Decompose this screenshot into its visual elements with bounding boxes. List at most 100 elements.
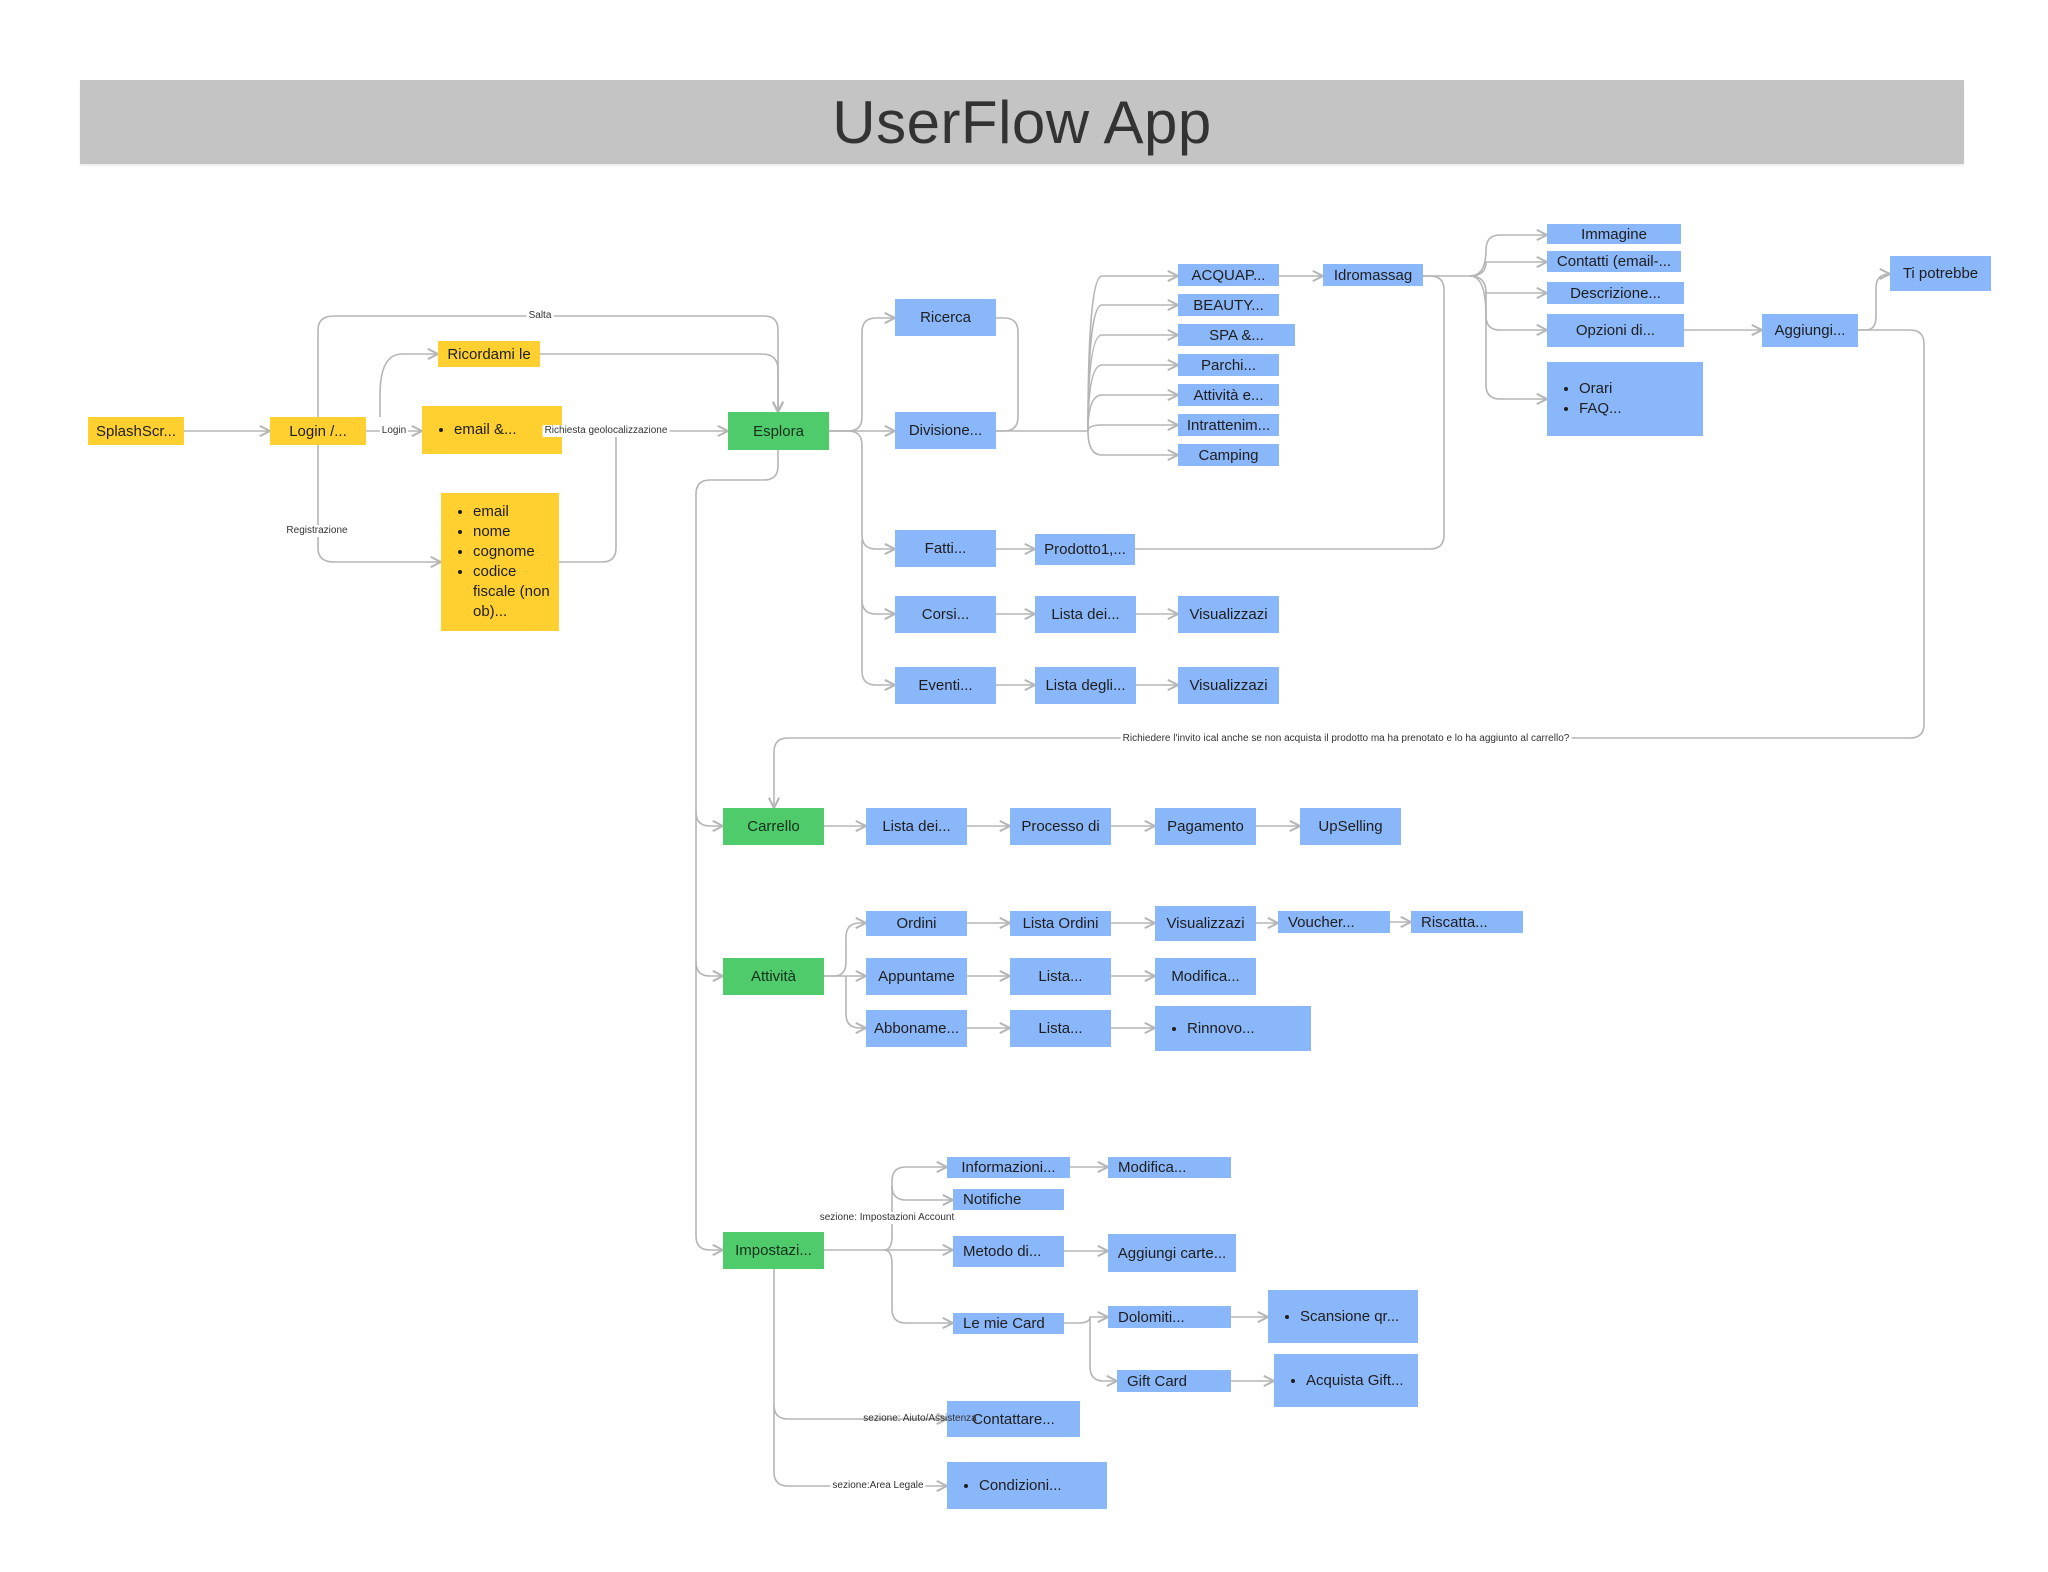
abbonamenti-node[interactable]: Abboname... <box>866 1010 967 1047</box>
connector-edge <box>1485 290 1547 399</box>
condizioni-node[interactable]: Condizioni... <box>947 1462 1107 1509</box>
connector-edge <box>773 1405 947 1486</box>
edge-label-geolocalizzazione: Richiesta geolocalizzazione <box>542 425 670 437</box>
edge-label-sezione-account: sezione: Impostazioni Account <box>817 1212 957 1224</box>
ordini-visualizza-node[interactable]: Visualizzazi <box>1155 906 1256 941</box>
upselling-node[interactable]: UpSelling <box>1300 808 1401 845</box>
appuntamenti-node[interactable]: Appuntame <box>866 958 967 995</box>
connector-edge <box>845 976 866 1028</box>
category-intrattenimento[interactable]: Intrattenim... <box>1178 414 1279 436</box>
scansione-node[interactable]: Scansione qr... <box>1268 1290 1418 1343</box>
category-acquapark[interactable]: ACQUAP... <box>1178 264 1279 286</box>
registration-field: email <box>473 502 555 522</box>
fatti-node[interactable]: Fatti... <box>895 530 996 567</box>
category-camping[interactable]: Camping <box>1178 444 1279 466</box>
abbonamenti-label: Abboname... <box>873 1020 960 1037</box>
ricerca-node[interactable]: Ricerca <box>895 299 996 336</box>
attivita-node[interactable]: Attività <box>723 958 824 995</box>
connector-edge <box>1087 425 1178 432</box>
idromassaggio-node[interactable]: Idromassag <box>1323 264 1423 286</box>
orari-faq-item: FAQ... <box>1579 399 1622 419</box>
abbonamenti-lista-label: Lista... <box>1038 1020 1083 1037</box>
connector-edge <box>695 962 723 1250</box>
ti-potrebbe-node[interactable]: Ti potrebbe <box>1890 256 1991 291</box>
corsi-lista-node[interactable]: Lista dei... <box>1035 596 1136 633</box>
divisione-node[interactable]: Divisione... <box>895 412 996 449</box>
login-node[interactable]: Login /... <box>270 417 366 445</box>
corsi-label: Corsi... <box>921 606 970 623</box>
prodotto-node[interactable]: Prodotto1,... <box>1035 534 1135 565</box>
fatti-label: Fatti... <box>924 540 967 557</box>
notifiche-node[interactable]: Notifiche <box>953 1189 1064 1210</box>
remember-me-node[interactable]: Ricordami le <box>438 341 540 367</box>
eventi-lista-node[interactable]: Lista degli... <box>1035 667 1136 704</box>
splash-screen-node[interactable]: SplashScr... <box>88 417 184 445</box>
eventi-node[interactable]: Eventi... <box>895 667 996 704</box>
dolomiti-node[interactable]: Dolomiti... <box>1108 1306 1231 1328</box>
category-label: Intrattenim... <box>1186 416 1271 434</box>
voucher-label: Voucher... <box>1288 913 1355 931</box>
rinnovo-node[interactable]: Rinnovo... <box>1155 1006 1311 1051</box>
connector-edge <box>829 430 895 549</box>
carrello-label: Carrello <box>747 818 800 835</box>
abbonamenti-lista-node[interactable]: Lista... <box>1010 1010 1111 1047</box>
corsi-visualizza-label: Visualizzazi <box>1189 606 1268 623</box>
mie-card-label: Le mie Card <box>963 1315 1045 1332</box>
category-parchi[interactable]: Parchi... <box>1178 354 1279 376</box>
opzioni-node[interactable]: Opzioni di... <box>1547 314 1684 347</box>
orari-faq-node[interactable]: Orari FAQ... <box>1547 362 1703 436</box>
carrello-lista-node[interactable]: Lista dei... <box>866 808 967 845</box>
esplora-node[interactable]: Esplora <box>728 412 829 450</box>
aggiungi-carte-node[interactable]: Aggiungi carte... <box>1108 1234 1236 1272</box>
edge-label-registrazione: Registrazione <box>284 525 350 537</box>
ricerca-label: Ricerca <box>920 309 971 326</box>
lista-ordini-node[interactable]: Lista Ordini <box>1010 911 1111 936</box>
voucher-node[interactable]: Voucher... <box>1278 911 1390 933</box>
informazioni-node[interactable]: Informazioni... <box>947 1157 1070 1178</box>
appuntamenti-lista-node[interactable]: Lista... <box>1010 958 1111 995</box>
contattare-label: Contattare... <box>972 1410 1055 1428</box>
descrizione-node[interactable]: Descrizione... <box>1547 282 1684 304</box>
connector-edge <box>1469 235 1547 277</box>
category-beauty[interactable]: BEAUTY... <box>1178 294 1279 316</box>
eventi-visualizza-node[interactable]: Visualizzazi <box>1178 667 1279 704</box>
corsi-visualizza-node[interactable]: Visualizzazi <box>1178 596 1279 633</box>
acquista-gift-node[interactable]: Acquista Gift... <box>1274 1354 1418 1407</box>
modifica-info-node[interactable]: Modifica... <box>1108 1157 1231 1178</box>
appuntamenti-modifica-node[interactable]: Modifica... <box>1155 958 1256 995</box>
pagamento-node[interactable]: Pagamento <box>1155 808 1256 845</box>
immagine-node[interactable]: Immagine <box>1547 224 1681 244</box>
connector-edge <box>1064 1317 1108 1324</box>
orari-faq-item: Orari <box>1579 379 1622 399</box>
category-spa[interactable]: SPA &... <box>1178 324 1295 346</box>
rinnovo-item: Rinnovo... <box>1187 1019 1255 1039</box>
gift-card-node[interactable]: Gift Card <box>1117 1370 1231 1392</box>
processo-node[interactable]: Processo di <box>1010 808 1111 845</box>
ordini-node[interactable]: Ordini <box>866 911 967 936</box>
connector-edge <box>1089 1317 1117 1381</box>
aggiungi-carte-label: Aggiungi carte... <box>1117 1244 1227 1262</box>
metodo-pagamento-node[interactable]: Metodo di... <box>953 1236 1064 1267</box>
connector-edge <box>317 445 441 562</box>
connector-edge <box>1087 365 1178 432</box>
lista-ordini-label: Lista Ordini <box>1022 915 1099 932</box>
aggiungi-node[interactable]: Aggiungi... <box>1762 314 1858 347</box>
carrello-lista-label: Lista dei... <box>882 818 951 835</box>
contattare-node[interactable]: Contattare... <box>947 1401 1080 1437</box>
carrello-node[interactable]: Carrello <box>723 808 824 845</box>
registration-fields-node[interactable]: email nome cognome codice fiscale (non o… <box>441 493 559 631</box>
appuntamenti-modifica-label: Modifica... <box>1171 968 1240 985</box>
category-label: Attività e... <box>1193 386 1264 404</box>
edge-label-sezione-legale: sezione:Area Legale <box>830 1480 926 1492</box>
connector-edge <box>695 450 779 826</box>
impostazioni-node[interactable]: Impostazi... <box>723 1232 824 1269</box>
corsi-node[interactable]: Corsi... <box>895 596 996 633</box>
riscatta-node[interactable]: Riscatta... <box>1411 911 1523 933</box>
login-fields-node[interactable]: email &... <box>422 406 562 454</box>
contatti-node[interactable]: Contatti (email-... <box>1547 251 1681 272</box>
metodo-pagamento-label: Metodo di... <box>963 1243 1042 1260</box>
connector-edge <box>1087 430 1178 455</box>
mie-card-node[interactable]: Le mie Card <box>953 1313 1064 1334</box>
category-attivita[interactable]: Attività e... <box>1178 384 1279 406</box>
acquista-gift-list: Acquista Gift... <box>1288 1371 1404 1391</box>
